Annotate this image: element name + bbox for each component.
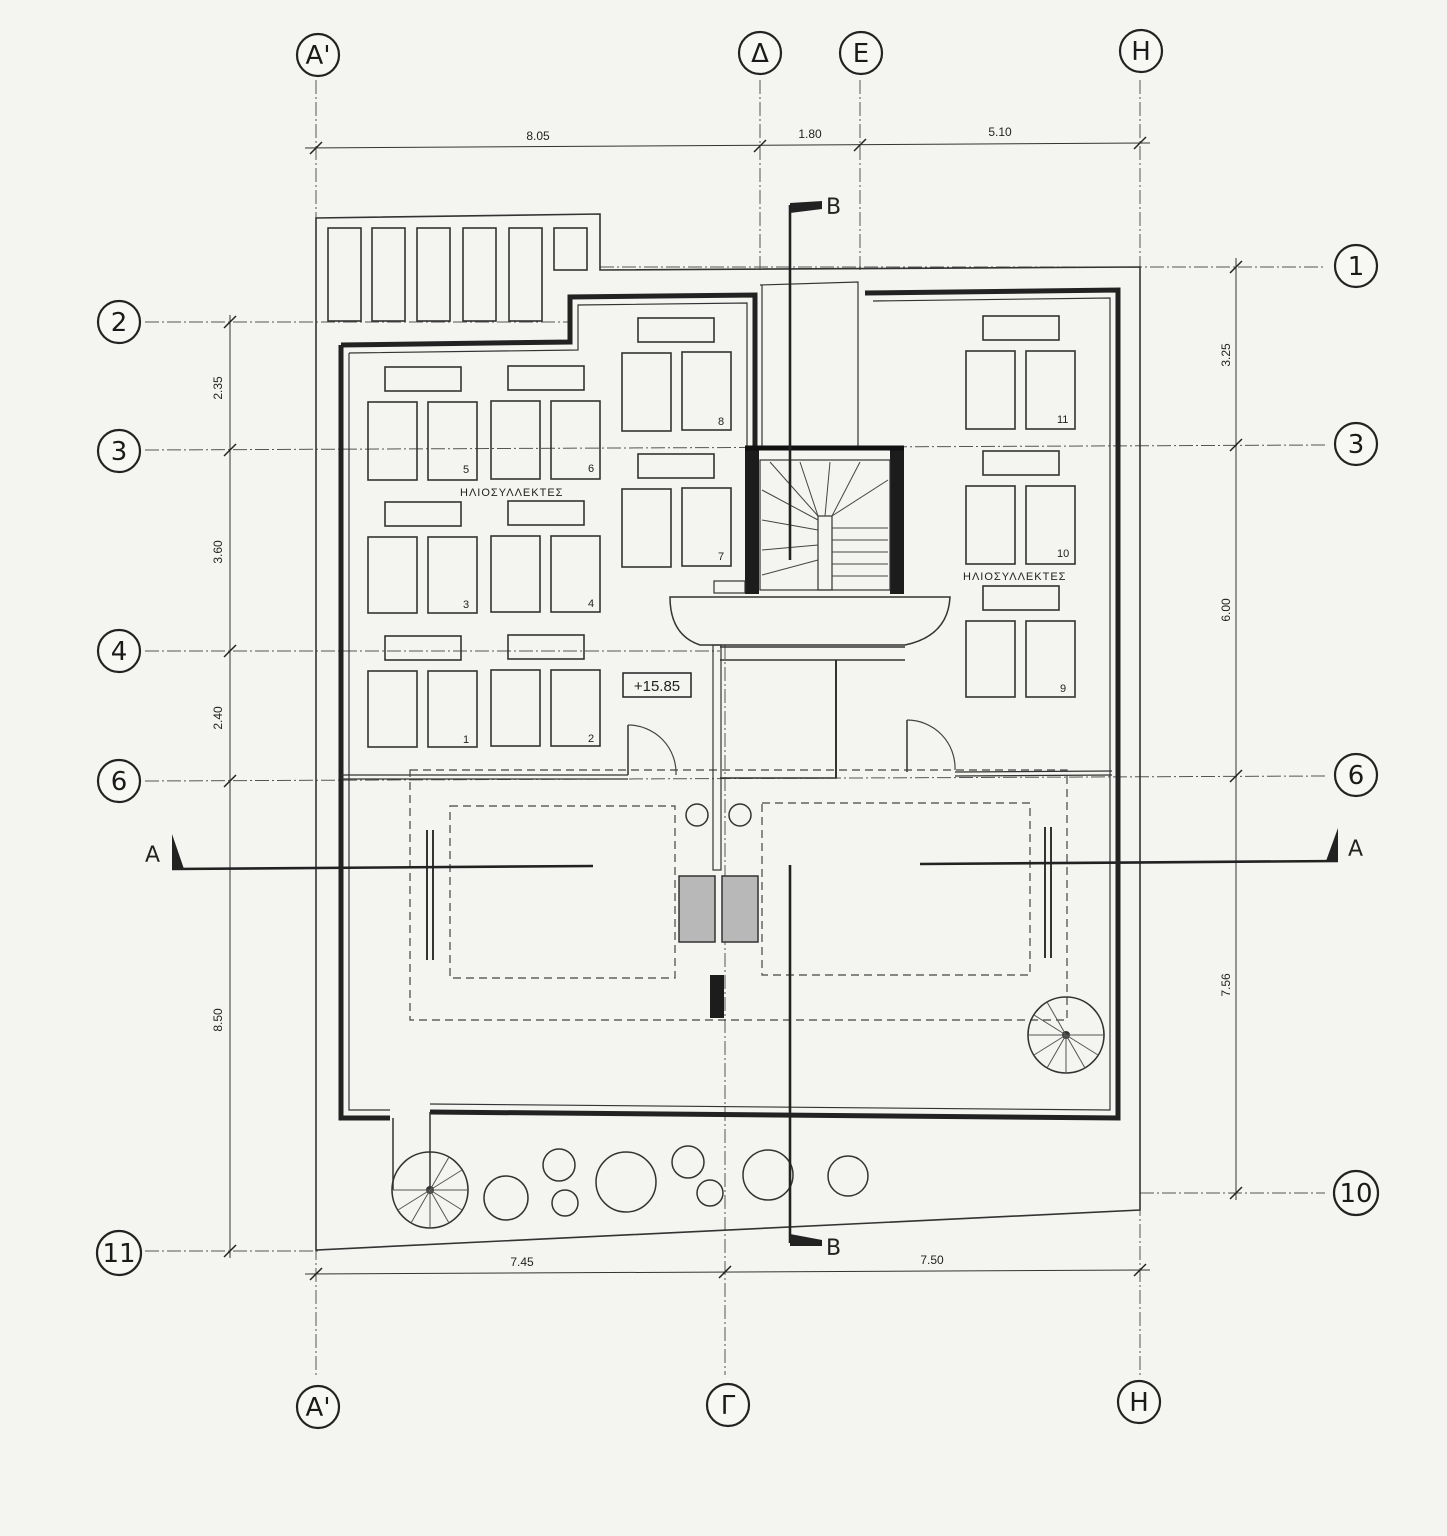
solar-collectors-label-left: ΗΛΙΟΣΥΛΛΕΚΤΕΣ [460, 487, 563, 499]
panel-number-2: 2 [588, 733, 594, 745]
axis-bubble-right-3: 3 [1333, 421, 1379, 467]
panel-number-10: 10 [1057, 548, 1069, 560]
grid-lines [144, 80, 1326, 1375]
dimension-lines: 8.05 1.80 5.10 7.45 7.50 2.35 3.60 2.40 … [211, 125, 1243, 1281]
spiral-stair-left [391, 1112, 469, 1229]
axis-bubble-bottom-eta: Η [1116, 1379, 1162, 1425]
svg-text:Α': Α' [306, 41, 331, 71]
section-b-b: Β Β [788, 195, 841, 1261]
section-b-top-label: Β [826, 195, 841, 220]
dim-left-3: 2.40 [211, 706, 225, 730]
solar-collectors-label-right: ΗΛΙΟΣΥΛΛΕΚΤΕΣ [963, 571, 1066, 583]
doors [627, 719, 956, 776]
section-b-bottom-label: Β [826, 1236, 841, 1261]
panel-number-1: 1 [463, 734, 469, 746]
solar-panels-right [965, 315, 1076, 698]
spiral-stair-right [1027, 996, 1105, 1074]
axis-bubble-top-eta: Η [1118, 28, 1164, 74]
panel-number-4: 4 [588, 598, 594, 610]
axis-bubble-left-3: 3 [96, 428, 142, 474]
site-boundary [315, 213, 1141, 1251]
panel-number-8: 8 [718, 416, 724, 428]
parapet-walls [338, 281, 1121, 1121]
axis-bubble-top-epsilon: Ε [838, 30, 884, 76]
top-strip-panels [327, 227, 588, 322]
section-a-right-label: Α [1348, 837, 1363, 862]
dim-right-3: 7.56 [1219, 973, 1233, 997]
grid-bubbles: Α' Δ Ε Η Α' Γ Η 2 3 4 6 11 1 3 6 10 [95, 28, 1380, 1430]
section-a-a: Α Α [145, 828, 1363, 871]
svg-text:3: 3 [111, 437, 128, 467]
dim-top-2: 1.80 [798, 127, 822, 141]
dim-top-1: 8.05 [526, 129, 550, 143]
axis-bubble-left-6: 6 [96, 758, 142, 804]
panel-number-6: 6 [588, 463, 594, 475]
axis-bubble-right-6: 6 [1333, 752, 1379, 798]
solar-panels-left [367, 317, 732, 748]
axis-bubble-top-delta: Δ [737, 30, 783, 76]
axis-bubble-left-2: 2 [96, 299, 142, 345]
svg-text:3: 3 [1348, 430, 1365, 460]
svg-text:4: 4 [111, 637, 128, 667]
svg-text:Γ: Γ [721, 1391, 736, 1421]
planters [483, 1145, 869, 1221]
level-text: +15.85 [634, 678, 680, 695]
svg-text:10: 10 [1339, 1179, 1372, 1209]
dim-left-4: 8.50 [211, 1008, 225, 1032]
svg-text:Η: Η [1131, 37, 1151, 67]
axis-bubble-left-4: 4 [96, 628, 142, 674]
svg-text:6: 6 [1348, 761, 1365, 791]
panel-number-3: 3 [463, 599, 469, 611]
svg-text:Δ: Δ [751, 39, 769, 69]
panel-number-9: 9 [1060, 683, 1066, 695]
dim-bottom-1: 7.45 [510, 1255, 534, 1269]
section-a-left-label: Α [145, 843, 160, 868]
svg-text:Α': Α' [306, 1393, 331, 1423]
axis-bubble-right-1: 1 [1333, 243, 1379, 289]
svg-text:Ε: Ε [853, 39, 869, 69]
axis-bubble-right-10: 10 [1332, 1169, 1380, 1217]
axis-bubble-bottom-gamma: Γ [705, 1382, 751, 1428]
dim-top-3: 5.10 [988, 125, 1012, 139]
court-areas [409, 644, 1068, 1021]
dim-right-2: 6.00 [1219, 598, 1233, 622]
dim-left-2: 3.60 [211, 540, 225, 564]
panel-number-7: 7 [718, 551, 724, 563]
panel-numbers: 1 2 3 4 5 6 7 8 9 10 11 [463, 414, 1069, 746]
dim-bottom-2: 7.50 [920, 1253, 944, 1267]
svg-text:2: 2 [111, 308, 128, 338]
svg-text:1: 1 [1348, 252, 1365, 282]
level-tag: +15.85 [622, 672, 692, 698]
panel-number-5: 5 [463, 464, 469, 476]
svg-text:6: 6 [111, 767, 128, 797]
dim-left-1: 2.35 [211, 376, 225, 400]
axis-bubble-top-a-prime: Α' [295, 32, 341, 78]
svg-text:11: 11 [102, 1239, 135, 1269]
axis-bubble-bottom-a-prime: Α' [295, 1384, 341, 1430]
dim-right-1: 3.25 [1219, 343, 1233, 367]
svg-text:Η: Η [1129, 1388, 1149, 1418]
axis-bubble-left-11: 11 [95, 1229, 143, 1277]
stairwell [669, 445, 951, 779]
panel-number-11: 11 [1057, 414, 1068, 426]
